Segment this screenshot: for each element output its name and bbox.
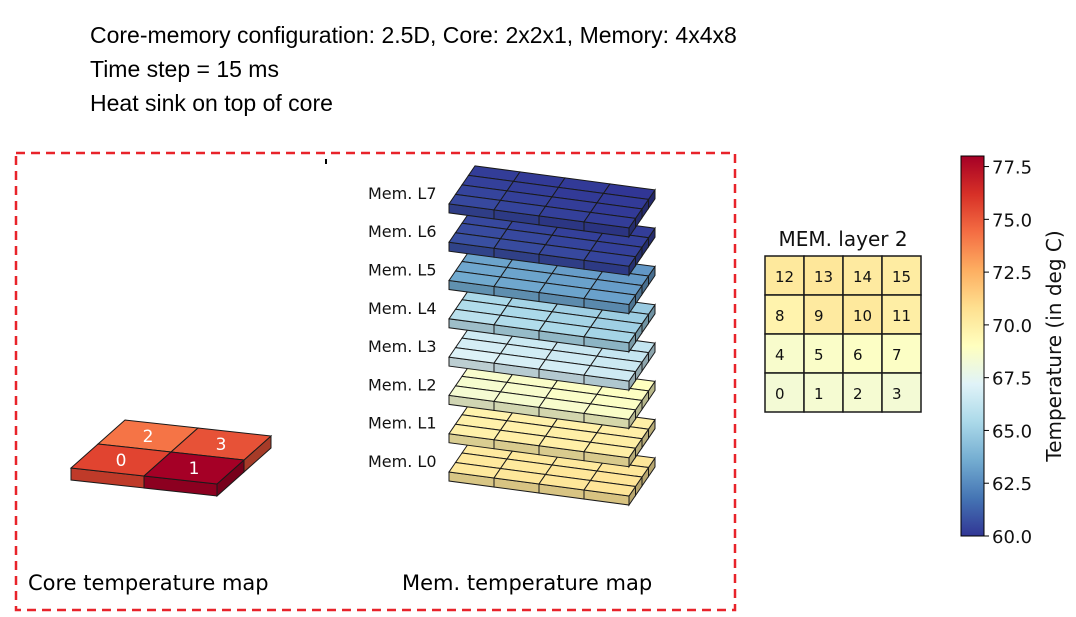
layer2-cell-label: 5 (814, 346, 824, 364)
layer2-cell-label: 13 (814, 268, 833, 286)
core-cell-label: 2 (143, 427, 154, 447)
colorbar-label: Temperature (in deg C) (1042, 230, 1066, 462)
layer2-cell-label: 15 (892, 268, 911, 286)
layer2-cell-label: 9 (814, 307, 824, 325)
layer2-cell-label: 6 (853, 346, 863, 364)
mem-layer-label: Mem. L1 (368, 414, 437, 433)
layer2-cell-label: 11 (892, 307, 911, 325)
layer2-cell (803, 372, 844, 413)
core-cell (142, 451, 246, 485)
layer2-cell-label: 10 (853, 307, 872, 325)
mem-layer-label: Mem. L3 (368, 337, 437, 356)
mem-layer-cell (583, 250, 637, 267)
highlight-box (14, 151, 737, 612)
mem-layer-label: Mem. L5 (368, 261, 437, 280)
core-cell-label: 3 (216, 435, 227, 455)
mem-layer-label: Mem. L4 (368, 299, 437, 318)
mem-layer-label: Mem. L6 (368, 222, 437, 241)
mem-caption: Mem. temperature map (402, 571, 652, 595)
layer2-cell (881, 372, 922, 413)
layer2-cell (881, 333, 922, 374)
colorbar-tick-label: 67.5 (992, 369, 1032, 390)
heatsink-line: Heat sink on top of core (90, 90, 333, 116)
layer2-cell (803, 255, 844, 296)
mem-layer-cell (583, 326, 637, 344)
layer2-cell-label: 2 (853, 385, 863, 403)
mem-layer-cell (583, 441, 637, 459)
colorbar-tick-label: 75.0 (992, 210, 1032, 231)
mem-layer-label: Mem. L7 (368, 184, 437, 203)
layer2-cell (764, 333, 805, 374)
colorbar-tick-label: 72.5 (992, 263, 1032, 284)
core-caption: Core temperature map (28, 571, 269, 595)
layer2-cell-label: 1 (814, 385, 824, 403)
core-cell-label: 1 (189, 459, 200, 479)
layer2-cell-label: 8 (775, 307, 785, 325)
layer2-cell (764, 255, 805, 296)
layer2-cell-label: 12 (775, 268, 794, 286)
layer2-cell-label: 14 (853, 268, 872, 286)
timestep-line: Time step = 15 ms (90, 56, 279, 82)
layer2-cell-label: 7 (892, 346, 902, 364)
layer2-cell (881, 255, 922, 296)
mem-layer-label: Mem. L0 (368, 452, 437, 471)
core-map: 2 3 0 1 (69, 419, 273, 498)
colorbar: 60.0 62.5 65.0 67.5 70.0 72.5 75.0 77.5Temperat… (960, 155, 1066, 548)
mem-layer-cell (583, 403, 637, 420)
layer2-cell (803, 333, 844, 374)
core-cell-label: 0 (116, 451, 127, 471)
mem-layer-label: Mem. L2 (368, 375, 437, 394)
colorbar-tick-label: 60.0 (992, 527, 1032, 548)
mem-layer-cell (583, 288, 637, 306)
colorbar-tick-label: 77.5 (992, 158, 1032, 179)
tick-mark (325, 159, 327, 164)
colorbar-tick-label: 62.5 (992, 474, 1032, 495)
mem-layer-cell (583, 211, 637, 229)
layer2-cell-label: 4 (775, 346, 785, 364)
layer2-cell (764, 372, 805, 413)
layer2-cell (842, 333, 883, 374)
config-line: Core-memory configuration: 2.5D, Core: 2… (90, 22, 737, 48)
layer2-title: MEM. layer 2 (778, 227, 907, 251)
layer2-cell-label: 3 (892, 385, 902, 403)
mem-layer-cell (583, 365, 637, 382)
layer2-cell-label: 0 (775, 385, 785, 403)
mem-layer-7: Mem. L7 (368, 165, 656, 239)
layer2-cell (842, 372, 883, 413)
colorbar-bar (960, 155, 985, 537)
mem-map: Mem. L0 Mem. L1 Mem. L2 Mem. L3 Mem. L4 Mem. … (368, 165, 656, 507)
mem-layer-cell (583, 479, 637, 497)
colorbar-tick-label: 70.0 (992, 316, 1032, 337)
colorbar-tick-label: 65.0 (992, 421, 1032, 442)
